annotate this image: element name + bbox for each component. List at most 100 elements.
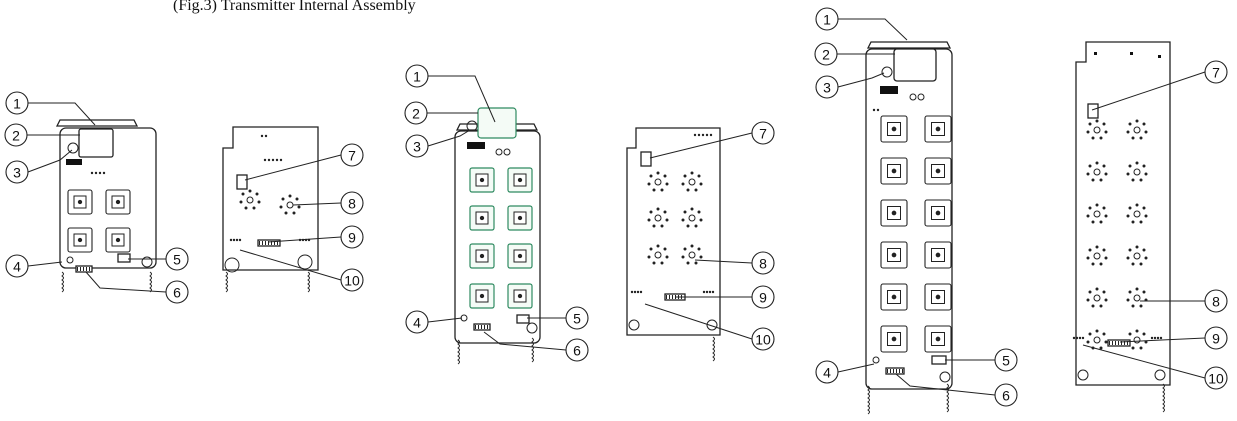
- via: [1094, 52, 1097, 55]
- contact-pad: [1135, 161, 1139, 165]
- solder-dot: [1153, 336, 1157, 340]
- callout-circle: [751, 251, 775, 275]
- battery-holder: [477, 107, 517, 139]
- mount-hole: [66, 256, 74, 264]
- contact-pad: [1128, 332, 1132, 336]
- contact-pad: [255, 192, 259, 196]
- contact-pad: [1088, 122, 1092, 126]
- callout-label-8: 8: [348, 196, 356, 212]
- contact-pad: [1088, 164, 1092, 168]
- battery-spring: [225, 271, 228, 293]
- contact-pad: [1142, 206, 1146, 210]
- ic-chip: [467, 142, 485, 149]
- contact-pad: [1095, 119, 1099, 123]
- callout-circle: [405, 134, 429, 158]
- contact-ring: [1133, 294, 1141, 302]
- contact-pad: [1139, 178, 1143, 182]
- contact-pad: [1095, 329, 1099, 333]
- antenna-cap: [55, 119, 139, 127]
- key-button-center: [935, 336, 941, 342]
- contact-pad: [1144, 172, 1148, 176]
- battery-spring: [457, 339, 460, 365]
- contact-pad: [248, 189, 252, 193]
- callout-circle: [165, 280, 189, 304]
- key-button-center: [891, 210, 897, 216]
- contact-pad: [1091, 178, 1095, 182]
- key-button-center: [517, 177, 523, 183]
- battery-spring: [61, 271, 64, 293]
- callout-circle: [4, 123, 28, 147]
- callout-circle: [751, 285, 775, 309]
- contact-pad: [1091, 304, 1095, 308]
- solder-dot: [697, 133, 701, 137]
- contact-pad: [649, 210, 653, 214]
- contact-ring: [1133, 336, 1141, 344]
- contact-pad: [1142, 248, 1146, 252]
- antenna-cap: [866, 41, 952, 49]
- leader-line: [27, 261, 63, 267]
- led: [881, 66, 893, 78]
- battery-holder: [893, 48, 937, 82]
- contact-pad: [1135, 245, 1139, 249]
- contact-pad: [1128, 248, 1132, 252]
- leader-line: [267, 236, 342, 243]
- contact-pad: [1126, 256, 1130, 260]
- contact-pad: [694, 188, 698, 192]
- contact-pad: [660, 261, 664, 265]
- contact-pad: [1139, 220, 1143, 224]
- contact-pad: [252, 206, 256, 210]
- contact-pad: [1102, 248, 1106, 252]
- key-button-center: [935, 168, 941, 174]
- contact-pad: [1099, 136, 1103, 140]
- callout-label-5: 5: [173, 252, 181, 268]
- solder-dot: [702, 290, 706, 294]
- contact-pad: [665, 182, 669, 186]
- callout-circle: [814, 42, 838, 66]
- contact-pad: [1142, 332, 1146, 336]
- contact-ring: [654, 251, 662, 259]
- contact-pad: [1131, 220, 1135, 224]
- solder-dot: [98, 171, 102, 175]
- contact-ring: [1133, 168, 1141, 176]
- connector: [885, 367, 905, 375]
- contact-pad: [1139, 262, 1143, 266]
- contact-ring: [1093, 336, 1101, 344]
- leader-line: [427, 129, 471, 147]
- contact-pad: [690, 171, 694, 175]
- solder-dot: [232, 238, 236, 242]
- contact-pad: [1091, 220, 1095, 224]
- leader-line: [1082, 344, 1206, 379]
- leader-line: [483, 331, 567, 351]
- battery-contact: [224, 257, 240, 273]
- contact-pad: [1102, 164, 1106, 168]
- callout-label-3: 3: [823, 80, 831, 96]
- callout-circle: [405, 310, 429, 334]
- contact-pad: [1135, 119, 1139, 123]
- callout-label-3: 3: [13, 165, 21, 181]
- solder-dot: [872, 108, 876, 112]
- mount-hole: [1154, 369, 1166, 381]
- contact-pad: [699, 218, 703, 222]
- leader-line: [244, 154, 342, 181]
- contact-pad: [1086, 256, 1090, 260]
- contact-pad: [647, 218, 651, 222]
- battery-spring: [307, 271, 310, 293]
- callout-label-1: 1: [413, 69, 421, 85]
- callout-label-5: 5: [1002, 353, 1010, 369]
- contact-pad: [681, 182, 685, 186]
- solder-dot: [90, 171, 94, 175]
- leader-line: [694, 259, 753, 264]
- leader-line: [1091, 71, 1206, 111]
- contact-ring: [1093, 252, 1101, 260]
- contact-pad: [656, 171, 660, 175]
- contact-pad: [665, 218, 669, 222]
- callout-label-9: 9: [759, 290, 767, 306]
- contact-pad: [686, 261, 690, 265]
- solder-dot: [275, 158, 279, 162]
- contact-pad: [1135, 329, 1139, 333]
- solder-dot: [693, 133, 697, 137]
- key-button-center: [517, 215, 523, 221]
- contact-pad: [683, 174, 687, 178]
- contact-pad: [1126, 298, 1130, 302]
